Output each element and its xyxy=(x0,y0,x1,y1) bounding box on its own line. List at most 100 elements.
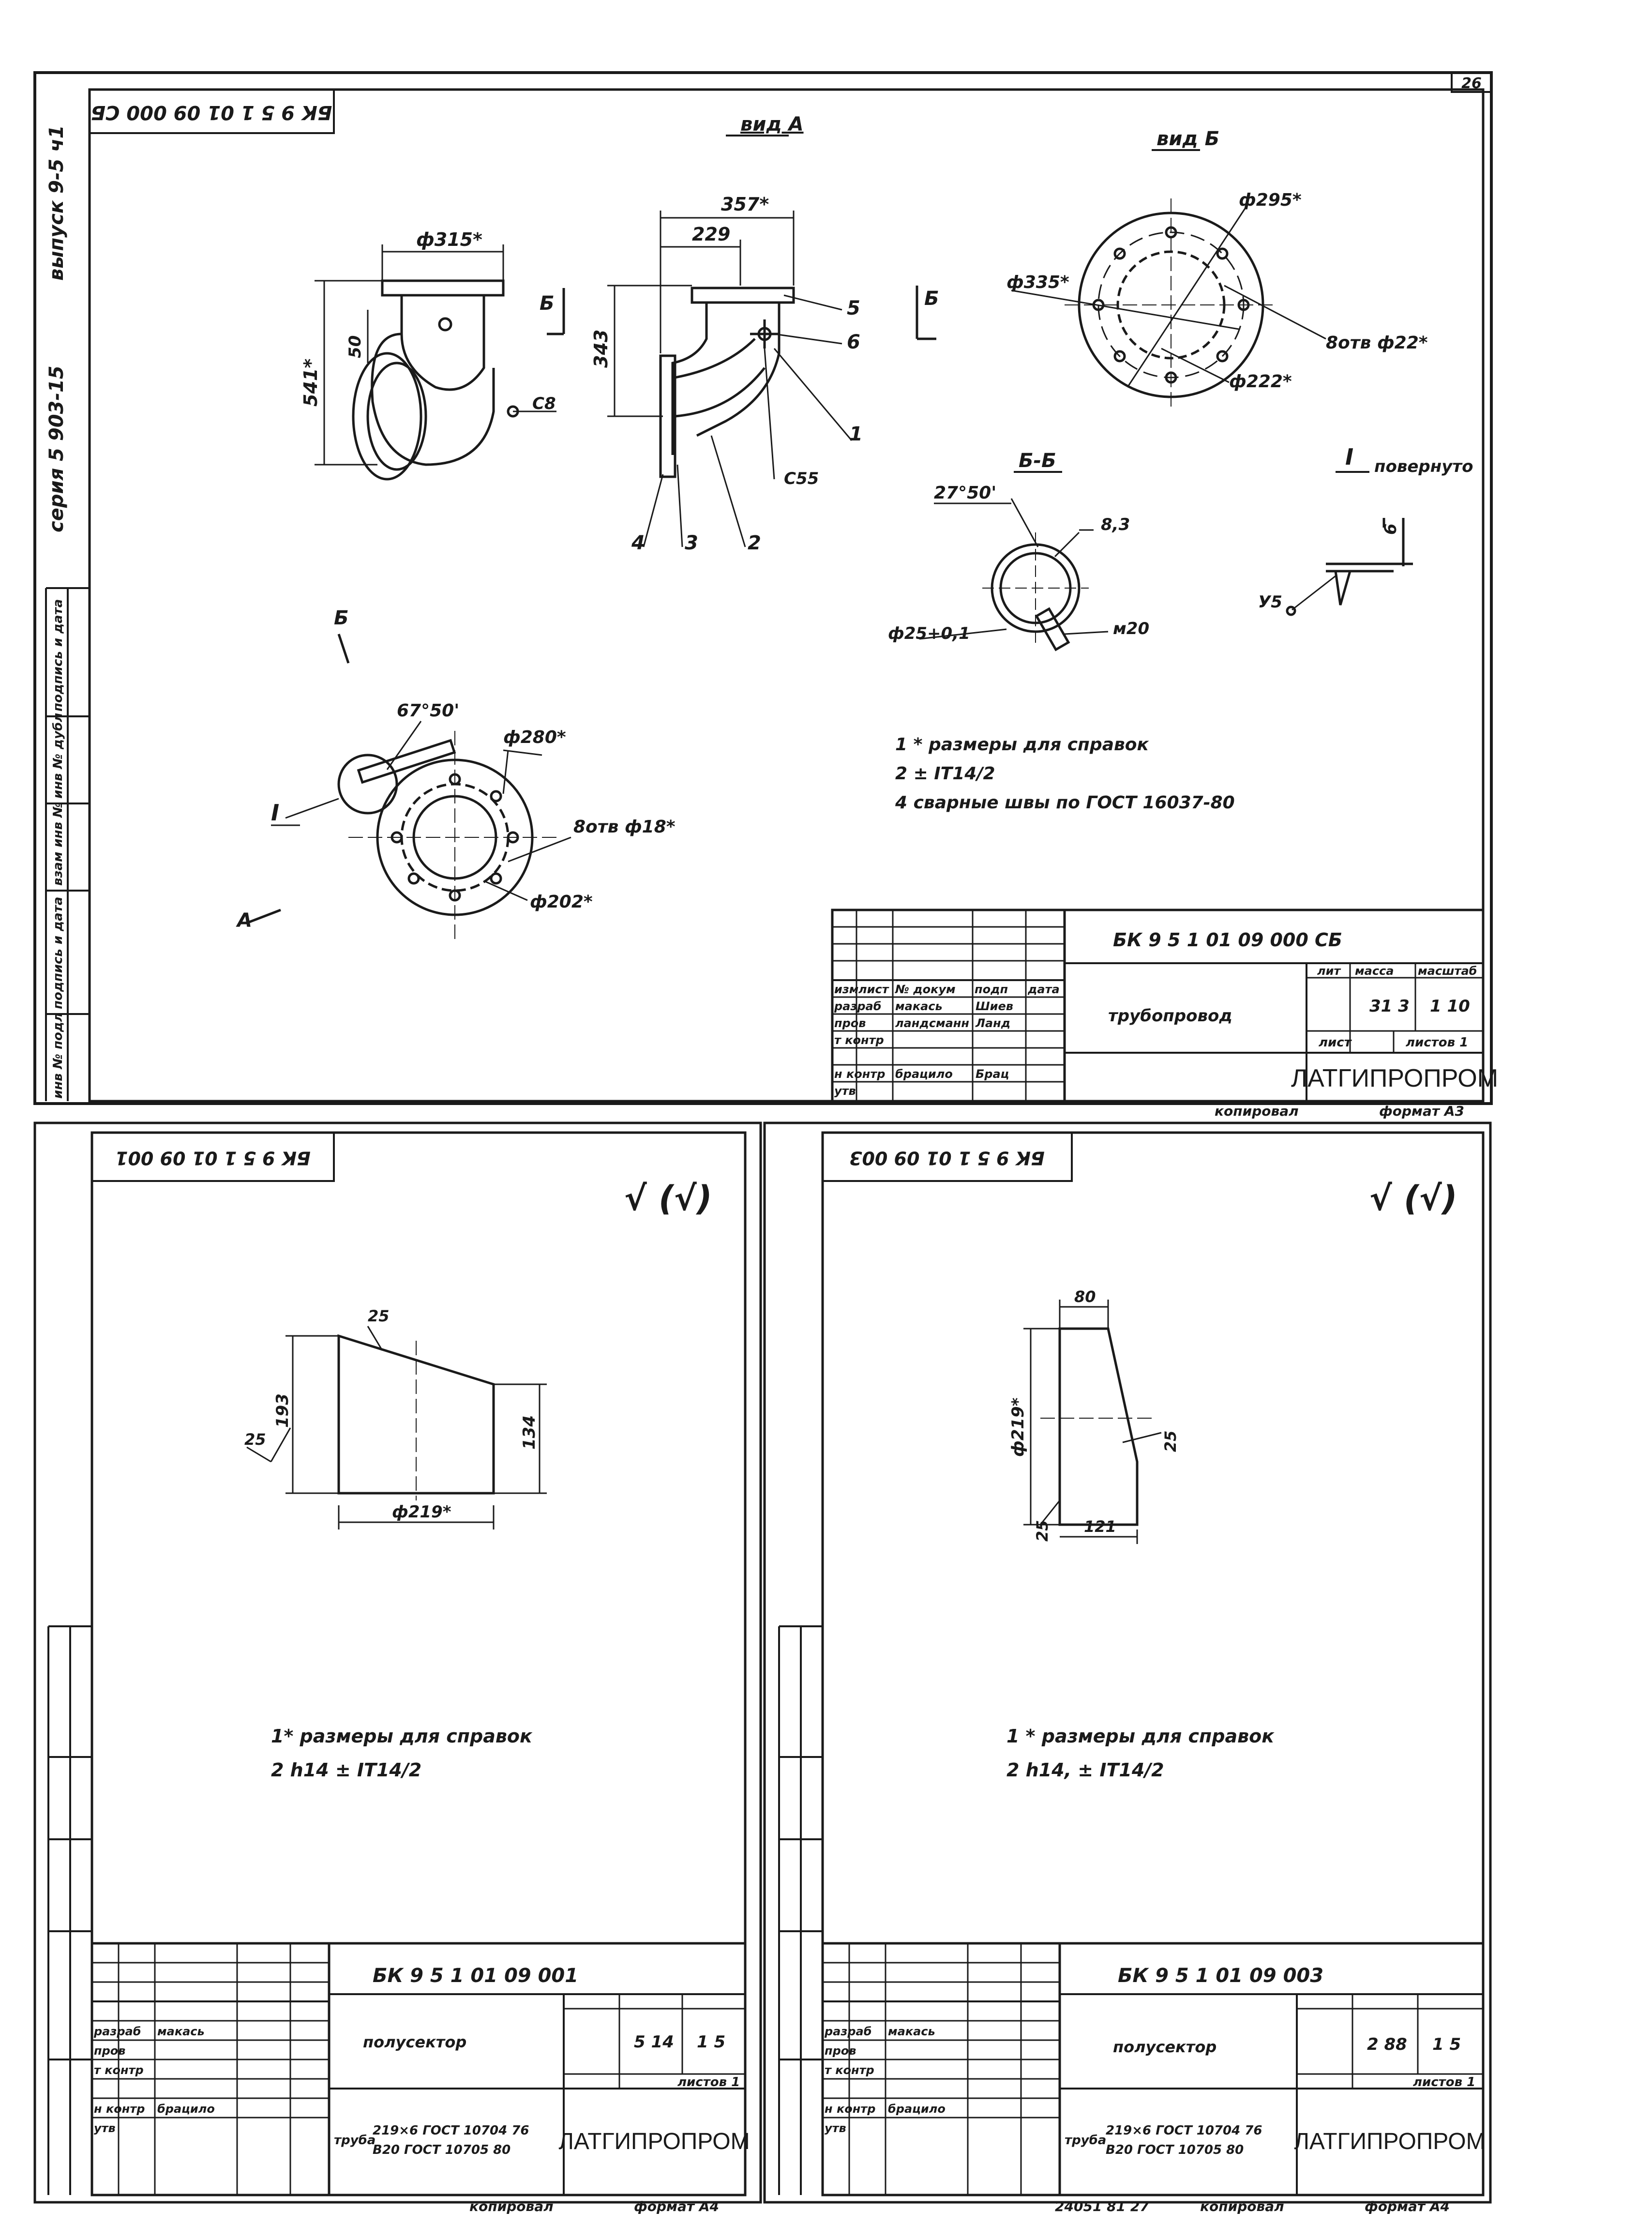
dim-angle1: 27°50' xyxy=(934,483,996,503)
tb-scale: 1 10 xyxy=(1430,997,1470,1016)
tb-hdr-doc: № докум xyxy=(895,983,956,996)
side-label-4: подпись и дата xyxy=(51,599,65,712)
right-tb-org: ЛАТГИПРОПРОМ xyxy=(1294,2129,1485,2154)
left-dim-d219: ф219* xyxy=(392,1502,451,1522)
left-part-dims xyxy=(246,1326,547,1529)
left-tb-code: БК 9 5 1 01 09 001 xyxy=(373,1965,578,1987)
left-copied: копировал xyxy=(469,2198,554,2214)
right-tb-role-1: пров xyxy=(825,2044,856,2058)
left-code-box xyxy=(91,1132,335,1182)
left-dim-r25b: 25 xyxy=(244,1430,266,1449)
left-tb-name-0: макась xyxy=(157,2025,205,2038)
right-sheet-outer-border xyxy=(763,1121,1492,2204)
dim-d335: ф335* xyxy=(1006,273,1069,292)
tb-sig-4: Брац xyxy=(976,1067,1009,1081)
tb-name-4: брацило xyxy=(895,1067,953,1081)
lower-flange-view xyxy=(337,731,561,944)
right-tb-scale: 1 5 xyxy=(1432,2035,1461,2054)
left-tb-scale: 1 5 xyxy=(697,2032,725,2052)
side-label-2: взам инв № xyxy=(51,803,65,886)
pos-1: 1 xyxy=(849,423,863,445)
right-tb-name-0: макась xyxy=(888,2025,935,2038)
left-tb-material-bot: В20 ГОСТ 10705 80 xyxy=(373,2143,511,2157)
tb-sheet-label: лист xyxy=(1319,1035,1352,1050)
margin-issue: выпуск 9-5 ч1 xyxy=(45,125,68,281)
top-title-block: изм лист № докум подп дата разраб пров т… xyxy=(831,909,1498,1103)
left-tb-material-pre: труба xyxy=(334,2133,375,2148)
right-tb-mass: 2 88 xyxy=(1367,2035,1407,2054)
top-sheet: 26 БК 9 5 1 01 09 000 СБ серия 5 903-15 … xyxy=(33,71,1498,1119)
page-number: 26 xyxy=(1461,75,1482,92)
detail-i-mark: I xyxy=(1345,444,1353,470)
dim-holes18: 8отв ф18* xyxy=(573,817,676,837)
right-tb-role-2: т контр xyxy=(825,2063,874,2077)
left-roughness: √ (√) xyxy=(624,1179,712,1218)
dim-d202: ф202* xyxy=(530,892,593,912)
bend-side-view xyxy=(352,279,519,481)
side-label-1: подпись и дата xyxy=(51,897,65,1009)
left-tb-sheets: листов 1 xyxy=(677,2075,740,2090)
tb-sig-0: Шиев xyxy=(976,999,1013,1013)
pos-5: 5 xyxy=(847,297,860,319)
right-dim-w80: 80 xyxy=(1074,1287,1096,1306)
dim-w229: 229 xyxy=(692,224,730,245)
detail-i-note: повернуто xyxy=(1374,457,1473,476)
left-dim-h193: 193 xyxy=(273,1393,292,1428)
tb-role-0: разраб xyxy=(834,999,881,1013)
top-side-stamp: инв № подл подпись и дата взам инв № инв… xyxy=(45,587,90,1101)
tb-role-2: т контр xyxy=(834,1033,884,1047)
tb-scale-label: масштаб xyxy=(1418,964,1477,978)
detail-i-ref: I xyxy=(271,800,279,826)
top-format: формат А3 xyxy=(1379,1103,1464,1119)
tb-role-4: н контр xyxy=(834,1067,885,1081)
tb-hdr-izm: изм xyxy=(834,983,858,996)
dim-d25: ф25+0,1 xyxy=(888,624,970,643)
left-tb-material-top: 219×6 ГОСТ 10704 76 xyxy=(373,2123,529,2138)
right-tb-material-bot: В20 ГОСТ 10705 80 xyxy=(1106,2143,1244,2157)
view-b-label: вид Б xyxy=(1156,128,1219,150)
top-sheet-outer-border xyxy=(33,71,1493,1105)
right-tb-name-4: брацило xyxy=(888,2102,946,2116)
section-bb-drawing xyxy=(982,532,1089,651)
right-stamp: 24051 81 27 xyxy=(1055,2198,1149,2214)
side-label-3: инв № дубл xyxy=(51,713,65,799)
dim-m20: м20 xyxy=(1113,619,1149,638)
bend-side-dims xyxy=(315,244,556,466)
top-note-2: 2 ± IT14/2 xyxy=(895,764,995,784)
tb-org: ЛАТГИПРОПРОМ xyxy=(1291,1064,1498,1092)
side-label-0: инв № подл xyxy=(51,1013,65,1099)
right-tb-material-pre: труба xyxy=(1065,2133,1106,2148)
dim-d222: ф222* xyxy=(1229,372,1292,392)
right-roughness: √ (√) xyxy=(1369,1179,1457,1218)
tb-name-0: макась xyxy=(895,999,943,1013)
right-tb-role-0: разраб xyxy=(824,2025,871,2038)
dim-angle2: 67°50' xyxy=(397,701,459,721)
left-tb-name-4: брацило xyxy=(157,2102,215,2116)
left-tb-role-2: т контр xyxy=(94,2063,144,2077)
dim-w357: 357* xyxy=(721,194,769,215)
left-note-2: 2 h14 ± IT14/2 xyxy=(271,1759,421,1781)
dim-h343: 343 xyxy=(590,330,612,368)
pos-4: 4 xyxy=(631,532,645,554)
right-tb-role-4: н контр xyxy=(825,2102,875,2116)
right-tb-sheets: листов 1 xyxy=(1413,2075,1475,2090)
view-arrow-a-label: А xyxy=(236,909,252,932)
section-mark-b-right: Б xyxy=(924,288,939,310)
margin-series: серия 5 903-15 xyxy=(45,365,68,532)
tb-sheets-label: листов 1 xyxy=(1406,1035,1468,1050)
right-tb-material-top: 219×6 ГОСТ 10704 76 xyxy=(1106,2123,1262,2138)
pos-2: 2 xyxy=(748,532,761,554)
left-tb-role-4: н контр xyxy=(94,2102,145,2116)
dim-d280: ф280* xyxy=(503,727,566,747)
pos-3: 3 xyxy=(685,532,698,554)
right-part-outline xyxy=(1040,1327,1156,1526)
dim-c55: С55 xyxy=(784,469,819,488)
dim-r83: 8,3 xyxy=(1101,515,1130,534)
left-tb-name: полусектор xyxy=(363,2033,466,2051)
lower-flange-dims xyxy=(271,721,571,901)
left-sheet-outer-border xyxy=(33,1121,762,2204)
tb-code: БК 9 5 1 01 09 000 СБ xyxy=(1113,929,1342,951)
right-side-stamp xyxy=(778,1625,823,2195)
left-dim-h134: 134 xyxy=(520,1415,539,1450)
top-note-3: 4 сварные швы по ГОСТ 16037-80 xyxy=(895,793,1235,813)
